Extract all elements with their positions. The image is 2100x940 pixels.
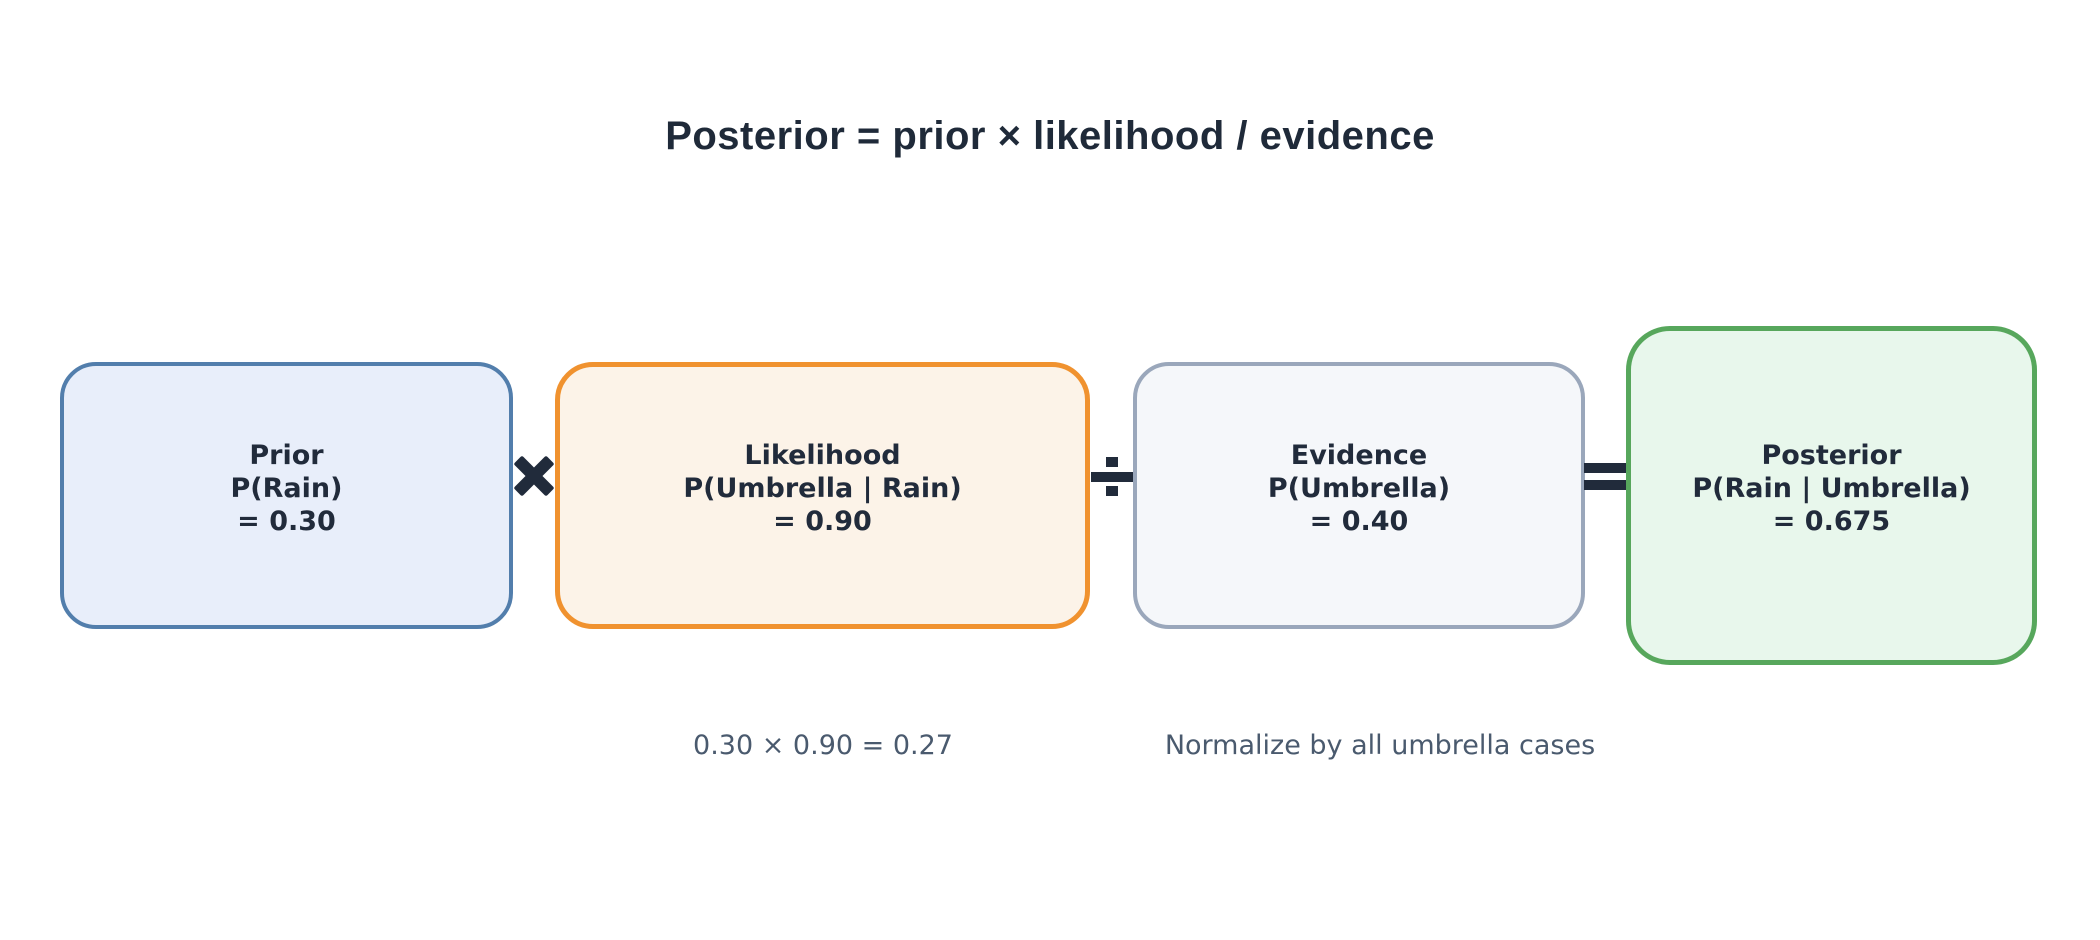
normalization-caption: Normalize by all umbrella cases: [1164, 730, 1596, 761]
evidence-box: Evidence P(Umbrella) = 0.40: [1133, 362, 1585, 629]
divide-dot: [1106, 486, 1118, 496]
divide-operator-icon: [1091, 457, 1133, 496]
equals-bar: [1584, 463, 1627, 473]
prior-formula: P(Rain): [230, 472, 343, 504]
posterior-formula: P(Rain | Umbrella): [1692, 472, 1971, 504]
posterior-box: Posterior P(Rain | Umbrella) = 0.675: [1626, 326, 2037, 665]
posterior-value: = 0.675: [1772, 505, 1891, 537]
divide-bar: [1091, 472, 1133, 482]
equals-operator-icon: [1584, 463, 1627, 490]
likelihood-box: Likelihood P(Umbrella | Rain) = 0.90: [555, 362, 1090, 629]
prior-label: Prior: [249, 439, 324, 471]
prior-box: Prior P(Rain) = 0.30: [60, 362, 513, 629]
evidence-label: Evidence: [1290, 439, 1428, 471]
likelihood-value: = 0.90: [773, 505, 872, 537]
evidence-formula: P(Umbrella): [1267, 472, 1451, 504]
posterior-label: Posterior: [1761, 439, 1902, 471]
page-title: Posterior = prior × likelihood / evidenc…: [665, 114, 1435, 158]
evidence-value: = 0.40: [1309, 505, 1409, 537]
divide-dot: [1106, 457, 1118, 467]
equals-bar: [1584, 480, 1627, 490]
likelihood-label: Likelihood: [744, 439, 901, 471]
multiply-operator-icon: [513, 455, 555, 497]
prior-value: = 0.30: [237, 505, 336, 537]
multiplication-caption: 0.30 × 0.90 = 0.27: [693, 730, 953, 761]
likelihood-formula: P(Umbrella | Rain): [683, 472, 962, 504]
